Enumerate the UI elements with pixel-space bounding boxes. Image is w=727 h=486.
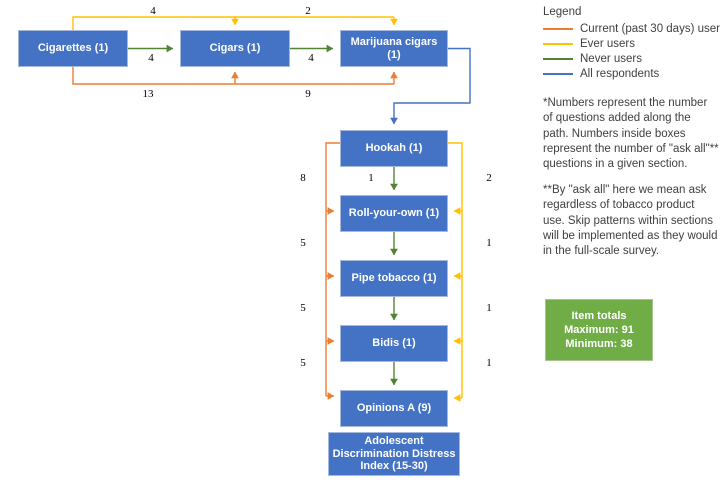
node-roll-your-own-label: Roll-your-own (1) [348, 207, 440, 220]
current-users-left-rail [325, 142, 340, 400]
ever-users-right-rail [448, 142, 463, 402]
node-bidis[interactable]: Bidis (1) [340, 325, 448, 362]
edge-label-ever-right-rail-3: 1 [486, 302, 492, 314]
edge-label-current-left-rail-4: 5 [300, 357, 306, 369]
ever-users-top-rail [72, 16, 398, 30]
edge-label-current-left-rail-3: 5 [300, 302, 306, 314]
edge-label-never-hookah-to-roll-your-own: 1 [368, 172, 374, 184]
legend-item-all-respondents: All respondents [543, 66, 723, 81]
legend-line-all-icon [543, 72, 573, 75]
node-hookah[interactable]: Hookah (1) [340, 130, 448, 167]
node-roll-your-own[interactable]: Roll-your-own (1) [340, 195, 448, 232]
legend-item-never-users: Never users [543, 51, 723, 66]
node-marijuana-cigars[interactable]: Marijuana cigars (1) [340, 30, 448, 67]
legend-line-never-icon [543, 57, 573, 60]
item-totals-title: Item totals [571, 309, 627, 322]
node-adolescent-discrimination-distress-index[interactable]: Adolescent Discrimination Distress Index… [328, 432, 460, 476]
legend-item-current-user: Current (past 30 days) user [543, 21, 723, 36]
edge-label-current-cigarettes-to-cigars: 13 [142, 88, 154, 100]
edge-label-ever-right-rail-1: 2 [486, 172, 492, 184]
node-opinions-a[interactable]: Opinions A (9) [340, 390, 448, 427]
legend-line-current-icon [543, 27, 573, 30]
node-bidis-label: Bidis (1) [372, 337, 416, 350]
edge-label-never-cigarettes-to-cigars: 4 [148, 52, 154, 64]
current-users-bottom-rail [72, 67, 398, 85]
edge-label-never-cigars-to-marijuana: 4 [308, 52, 314, 64]
node-cigars[interactable]: Cigars (1) [180, 30, 290, 67]
node-adolescent-index-line-3: Index (15-30) [360, 460, 428, 473]
node-opinions-a-label: Opinions A (9) [356, 402, 432, 415]
legend: Legend Current (past 30 days) user Ever … [543, 6, 723, 81]
legend-label-ever-users: Ever users [580, 37, 635, 50]
edge-label-current-left-rail-1: 8 [300, 172, 306, 184]
footnote-numbers-explanation: *Numbers represent the number of questio… [543, 97, 719, 171]
item-totals-box: Item totals Maximum: 91 Minimum: 38 [545, 299, 653, 361]
item-totals-minimum: Minimum: 38 [565, 338, 633, 351]
edge-label-ever-cigarettes-to-cigars: 4 [150, 5, 156, 17]
node-pipe-tobacco-label: Pipe tobacco (1) [351, 272, 437, 285]
node-marijuana-cigars-label: Marijuana cigars (1) [350, 35, 438, 61]
legend-label-all-respondents: All respondents [580, 67, 660, 80]
legend-line-ever-icon [543, 42, 573, 45]
legend-item-ever-users: Ever users [543, 36, 723, 51]
node-cigarettes-label: Cigarettes (1) [37, 42, 109, 55]
node-hookah-label: Hookah (1) [365, 142, 423, 155]
node-cigarettes[interactable]: Cigarettes (1) [18, 30, 128, 67]
edge-label-current-cigarettes-to-marijuana: 9 [305, 88, 311, 100]
edge-label-ever-right-rail-2: 1 [486, 237, 492, 249]
edge-label-ever-cigarettes-to-marijuana: 2 [305, 5, 311, 17]
edge-label-ever-right-rail-4: 1 [486, 357, 492, 369]
item-totals-maximum: Maximum: 91 [564, 323, 634, 336]
node-adolescent-index-line-2: Discrimination Distress [332, 447, 456, 460]
legend-label-never-users: Never users [580, 52, 642, 65]
legend-label-current-user: Current (past 30 days) user [580, 22, 720, 35]
footnote-ask-all-explanation: **By "ask all" here we mean ask regardle… [543, 184, 718, 258]
node-adolescent-index-label: Adolescent Discrimination Distress Index… [332, 435, 456, 474]
node-cigars-label: Cigars (1) [209, 42, 261, 55]
node-pipe-tobacco[interactable]: Pipe tobacco (1) [340, 260, 448, 297]
node-adolescent-index-line-1: Adolescent [364, 434, 424, 447]
edge-label-current-left-rail-2: 5 [300, 237, 306, 249]
legend-title: Legend [543, 6, 582, 18]
